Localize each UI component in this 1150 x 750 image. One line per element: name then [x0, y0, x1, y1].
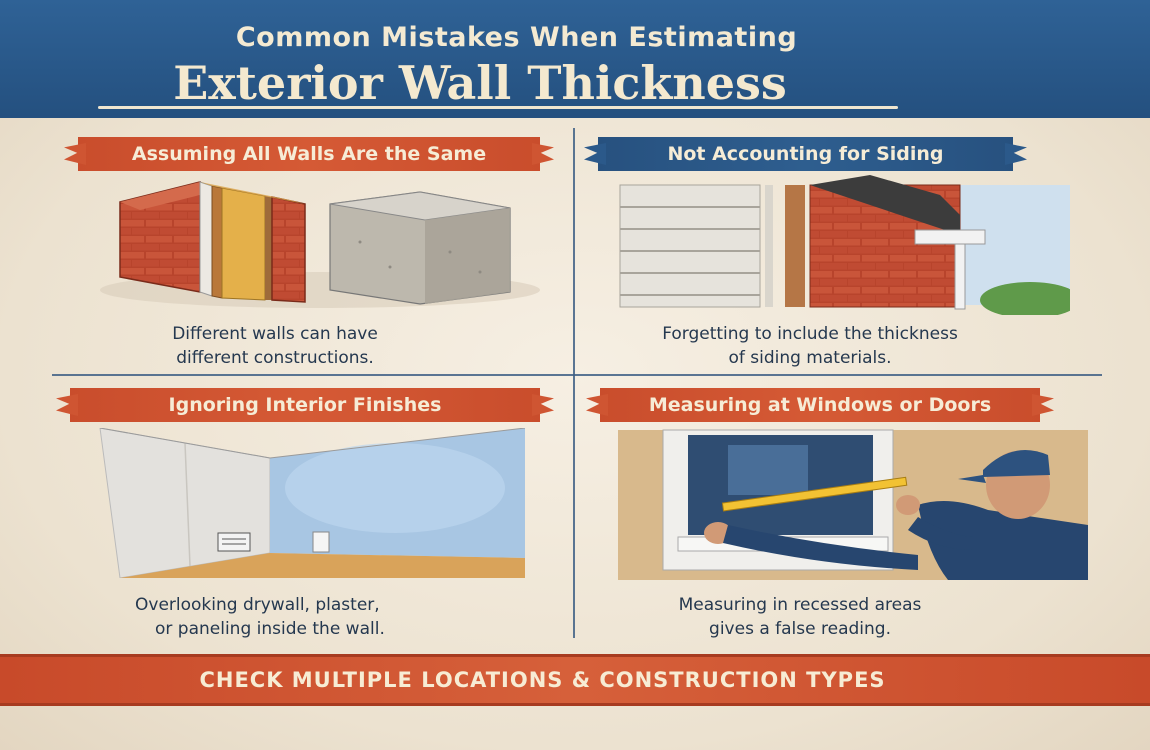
- panel1-heading-banner: Assuming All Walls Are the Same: [78, 137, 540, 171]
- panel2-heading-banner: Not Accounting for Siding: [598, 137, 1013, 171]
- header-title-line1: Common Mistakes When Estimating: [235, 22, 798, 53]
- panel3-heading: Ignoring Interior Finishes: [168, 394, 442, 416]
- interior-room-illustration: [99, 428, 526, 578]
- panel3-caption-line1: Overlooking drywall, plaster,: [135, 595, 380, 615]
- panel4-caption: Measuring in recessed areas gives a fals…: [600, 593, 1000, 641]
- header-band: Common Mistakes When Estimating Exterior…: [0, 0, 1150, 118]
- footer-band: CHECK MULTIPLE LOCATIONS & CONSTRUCTION …: [0, 654, 1150, 706]
- panel4-heading-banner: Measuring at Windows or Doors: [600, 388, 1040, 422]
- panel2-caption: Forgetting to include the thickness of s…: [600, 322, 1020, 370]
- panel2-heading: Not Accounting for Siding: [667, 143, 944, 165]
- panel4-caption-line1: Measuring in recessed areas: [678, 595, 922, 615]
- panel4-heading: Measuring at Windows or Doors: [648, 394, 992, 416]
- panel2-caption-line1: Forgetting to include the thickness: [662, 324, 958, 344]
- window-measuring-illustration: [618, 429, 1088, 580]
- footer-text: CHECK MULTIPLE LOCATIONS & CONSTRUCTION …: [199, 668, 886, 692]
- panel4-caption-line2: gives a false reading.: [709, 619, 891, 639]
- panel1-caption-line2: different constructions.: [176, 348, 374, 368]
- header-underline: [98, 106, 898, 109]
- header-title-line2: Exterior Wall Thickness: [173, 56, 787, 110]
- panel1-caption-line1: Different walls can have: [172, 324, 378, 344]
- panel3-caption: Overlooking drywall, plaster, or panelin…: [100, 593, 480, 641]
- wall-layers-illustration: [100, 181, 540, 308]
- panel3-heading-banner: Ignoring Interior Finishes: [70, 388, 540, 422]
- siding-brick-illustration: [619, 175, 1070, 315]
- panel2-caption-line2: of siding materials.: [728, 348, 892, 368]
- panel3-caption-line2: or paneling inside the wall.: [155, 619, 385, 639]
- vertical-divider: [573, 128, 575, 638]
- horizontal-divider: [52, 374, 1102, 376]
- panel1-caption: Different walls can have different const…: [70, 322, 480, 370]
- panel1-heading: Assuming All Walls Are the Same: [131, 143, 487, 165]
